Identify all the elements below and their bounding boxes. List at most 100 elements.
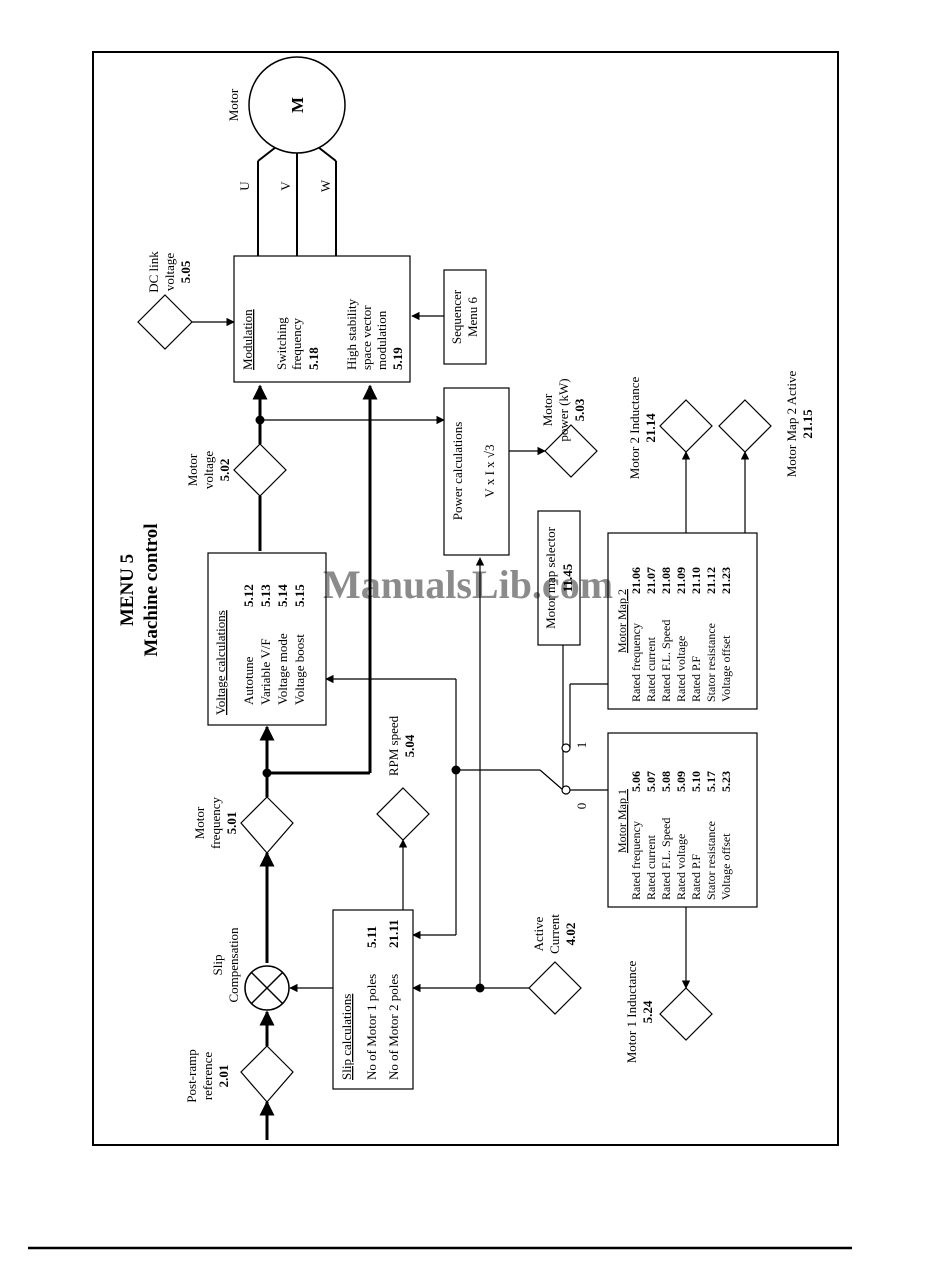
- motor-map1-row-label: Rated P.F: [689, 854, 703, 900]
- active-current-diamond: [528, 961, 582, 1015]
- high-stability-2: space vector: [359, 305, 374, 370]
- switch-contact-1: [561, 743, 571, 753]
- motor-power-label-1: Motor: [540, 393, 555, 426]
- voltage-calc-row-num: 5.13: [258, 584, 273, 607]
- slip-comp-label-2: Compensation: [226, 927, 241, 1003]
- signal-lines: [192, 146, 750, 1140]
- slip-comp-label-1: Slip: [210, 955, 225, 976]
- motor-map2-row-num: 21.23: [719, 567, 733, 594]
- phase-v-label: V: [278, 181, 293, 191]
- high-stability-num: 5.19: [390, 347, 405, 370]
- dc-link-label-2: voltage: [162, 253, 177, 291]
- active-current-num: 4.02: [563, 923, 578, 946]
- motor-power-diamond: [544, 424, 598, 478]
- switching-freq-1: Switching: [274, 317, 289, 370]
- voltage-calc-row-num: 5.14: [275, 584, 290, 607]
- motor-map2-active-diamond: [718, 399, 772, 453]
- slip-calc-row2-num: 21.11: [386, 919, 401, 948]
- motor-map2-rows: Rated frequency 21.06 Rated current 21.0…: [629, 567, 733, 702]
- slip-calc-row1-num: 5.11: [364, 926, 379, 948]
- motor-voltage-diamond: [233, 443, 287, 497]
- motor1-inductance-num: 5.24: [640, 1000, 655, 1023]
- voltage-calc-heading: Voltage calculations: [213, 610, 228, 715]
- motor-map2-row-num: 21.09: [674, 567, 688, 594]
- motor2-inductance-diamond: [659, 399, 713, 453]
- voltage-calc-row-label: Voltage mode: [275, 633, 290, 705]
- active-current-label-2: Current: [547, 914, 562, 954]
- dc-link-num: 5.05: [178, 260, 193, 283]
- motor-symbol: [248, 56, 346, 154]
- switching-freq-num: 5.18: [306, 347, 321, 370]
- diagram-title: MENU 5: [117, 554, 138, 626]
- rpm-speed-num: 5.04: [402, 734, 417, 757]
- motor-map1-row-label: Rated current: [644, 834, 658, 900]
- rpm-speed-label: RPM speed: [386, 715, 401, 776]
- post-ramp-label-1: Post-ramp: [184, 1049, 199, 1102]
- switch-contact-0: [561, 785, 571, 795]
- power-calc-formula: V x I x √3: [482, 444, 497, 497]
- motor-map2-active-label: Motor Map 2 Active: [784, 371, 799, 478]
- diagram-subtitle: Machine control: [141, 523, 162, 656]
- modulation-heading: Modulation: [240, 309, 255, 370]
- junction-dots: [255, 415, 485, 993]
- slip-calc-row2-label: No of Motor 2 poles: [386, 974, 401, 1080]
- sequencer-box: [443, 269, 487, 365]
- motor-map1-rows: Rated frequency 5.06 Rated current 5.07 …: [629, 771, 733, 900]
- slip-calc-box: [332, 909, 414, 1090]
- voltage-calc-row-label: Variable V/F: [258, 638, 273, 705]
- post-ramp-num: 2.01: [216, 1065, 231, 1088]
- motor-map2-row-num: 21.08: [659, 567, 673, 594]
- rpm-speed-diamond: [376, 787, 430, 841]
- voltage-calc-row-num: 5.15: [292, 584, 307, 607]
- motor-map2-row-label: Rated frequency: [629, 623, 643, 702]
- motor1-inductance-diamond: [659, 987, 713, 1041]
- power-calc-label-1: Power calculations: [450, 422, 465, 521]
- post-ramp-diamond: [240, 1045, 294, 1103]
- sequencer-label-1: Sequencer: [449, 289, 464, 344]
- voltage-calc-box: [207, 552, 327, 726]
- motor-map1-heading: Motor Map 1: [615, 789, 629, 853]
- diagram-frame: [92, 51, 839, 1146]
- map-selector-box: [537, 510, 581, 646]
- phase-u-label: U: [237, 181, 252, 191]
- diamonds: [137, 294, 772, 1103]
- motor-power-label-2: power (kW): [556, 378, 571, 441]
- motor-map2-row-label: Stator resistance: [704, 623, 718, 702]
- motor-map1-row-label: Stator resistance: [704, 821, 718, 900]
- motor-map1-box: [607, 732, 758, 908]
- motor-map2-heading: Motor Map 2: [615, 589, 629, 653]
- post-ramp-label-2: reference: [200, 1052, 215, 1101]
- motor1-inductance-label: Motor 1 Inductance: [624, 961, 639, 1064]
- motor-power-num: 5.03: [572, 398, 587, 421]
- motor-map1-row-label: Rated frequency: [629, 821, 643, 900]
- motor-map2-row-label: Rated current: [644, 636, 658, 702]
- motor-map2-row-label: Rated F.L. Speed: [659, 620, 673, 702]
- motor-voltage-label-1: Motor: [185, 453, 200, 486]
- motor-map2-row-label: Rated P.F: [689, 656, 703, 702]
- motor-map1-row-num: 5.10: [689, 771, 703, 792]
- motor2-inductance-num: 21.14: [643, 413, 658, 443]
- voltage-calc-row-num: 5.12: [241, 584, 256, 607]
- motor2-inductance-label: Motor 2 Inductance: [627, 377, 642, 480]
- motor-map2-box: [607, 532, 758, 710]
- map-selector-label: Motor map selector: [543, 526, 558, 628]
- switch-position-0: 0: [574, 803, 589, 810]
- motor-map2-row-num: 21.06: [629, 567, 643, 594]
- motor-frequency-label-1: Motor: [192, 806, 207, 839]
- voltage-calc-row-label: Voltage boost: [292, 634, 307, 705]
- motor-map2-active-num: 21.15: [800, 409, 815, 439]
- motor-map1-row-num: 5.23: [719, 771, 733, 792]
- sequencer-label-2: Menu 6: [465, 296, 480, 337]
- motor-map1-row-num: 5.17: [704, 771, 718, 792]
- motor-caption: Motor: [226, 88, 241, 121]
- motor-map2-row-num: 21.10: [689, 567, 703, 594]
- modulation-box: [233, 255, 411, 383]
- motor-map1-row-num: 5.06: [629, 771, 643, 792]
- phase-w-label: W: [318, 179, 333, 192]
- dc-link-label-1: DC link: [146, 251, 161, 293]
- motor-map1-row-num: 5.07: [644, 771, 658, 792]
- motor-map1-row-num: 5.08: [659, 771, 673, 792]
- motor-frequency-label-2: frequency: [208, 797, 223, 849]
- voltage-calc-row-label: Autotune: [241, 656, 256, 705]
